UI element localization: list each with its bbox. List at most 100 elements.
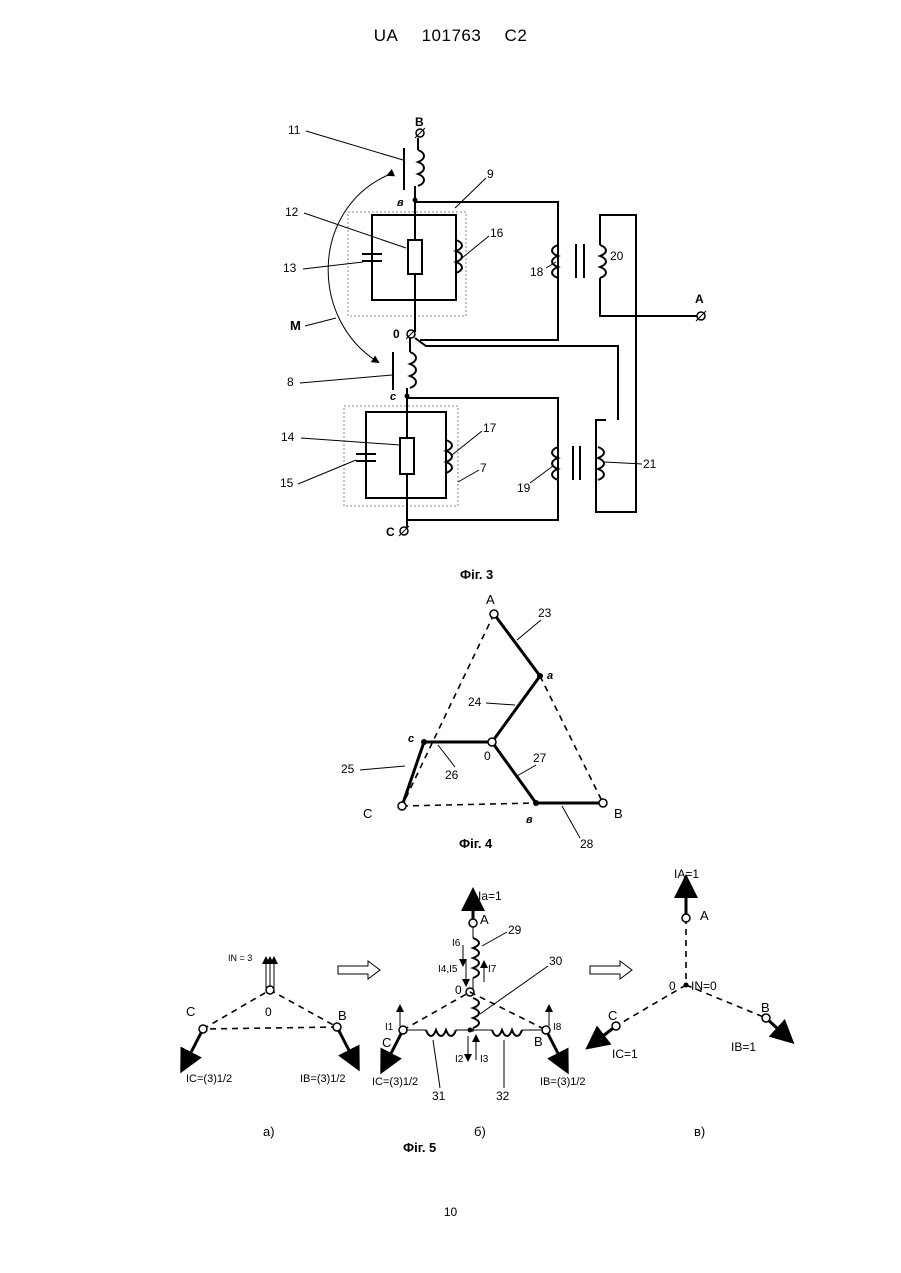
ref-32: 32 <box>496 1089 510 1103</box>
fig4-triangle: A B C 0 a c в 23 24 25 26 27 28 <box>341 592 623 851</box>
ref-7: 7 <box>480 461 487 475</box>
ref-25: 25 <box>341 762 355 776</box>
reactor-8-coil <box>410 352 416 388</box>
reactor-11-coil <box>418 150 424 186</box>
ref-13: 13 <box>283 261 297 275</box>
ref-20: 20 <box>610 249 624 263</box>
label-c-terminal: C <box>386 525 395 539</box>
c-label-c: C <box>608 1008 617 1023</box>
ref-24: 24 <box>468 695 482 709</box>
b-vertex-c <box>399 1026 407 1034</box>
fig4-caption: Фіг. 4 <box>459 836 492 851</box>
a-vertex-c <box>199 1025 207 1033</box>
label-b-vertex: B <box>614 806 623 821</box>
label-c-vertex: C <box>363 806 372 821</box>
c-vertex-b <box>762 1014 770 1022</box>
c-label-ic: IC=1 <box>612 1047 638 1061</box>
vertex-a <box>490 610 498 618</box>
ref-12: 12 <box>285 205 299 219</box>
resistor-14 <box>400 438 414 474</box>
b-label-a: A <box>480 912 489 927</box>
fig5-panel-a-label: а) <box>263 1124 275 1139</box>
mutual-coupling-arc <box>328 175 388 362</box>
ref-19: 19 <box>517 481 531 495</box>
c-label-b: B <box>761 1000 770 1015</box>
point-c: c <box>408 733 414 745</box>
b-label-0: 0 <box>455 983 462 997</box>
b-label-i1: I1 <box>385 1022 394 1033</box>
c-vertex-a <box>682 914 690 922</box>
node-c: c <box>390 391 396 403</box>
b-label-i2: I2 <box>455 1054 464 1065</box>
coil-21 <box>598 447 604 480</box>
ref-21: 21 <box>643 457 657 471</box>
transition-arrow-2 <box>590 961 632 979</box>
ref-26: 26 <box>445 768 459 782</box>
b-label-i6: I6 <box>452 938 461 949</box>
transition-arrow-1 <box>338 961 380 979</box>
a-label-0: 0 <box>265 1005 272 1019</box>
fig5-panel-b-label: б) <box>474 1124 486 1139</box>
ref-11: 11 <box>288 123 301 137</box>
label-m: M <box>290 318 301 333</box>
ref-9: 9 <box>487 167 494 181</box>
node-v: в <box>397 197 404 209</box>
ref-30: 30 <box>549 954 563 968</box>
ref-31: 31 <box>432 1089 446 1103</box>
ref-16: 16 <box>490 226 504 240</box>
reactor-31 <box>426 1030 456 1036</box>
c-label-ia: IA=1 <box>674 867 699 881</box>
a-vertex-b <box>333 1023 341 1031</box>
reactor-30 <box>473 998 479 1028</box>
b-label-i7: I7 <box>488 964 497 975</box>
vertex-c <box>398 802 406 810</box>
b-label-i8: I8 <box>553 1022 562 1033</box>
vertex-0 <box>488 738 496 746</box>
a-label-ib: IB=(3)1/2 <box>300 1073 346 1085</box>
b-vertex-a <box>469 919 477 927</box>
resistor-12 <box>408 240 422 274</box>
label-0-terminal: 0 <box>393 327 400 341</box>
ref-14: 14 <box>281 430 295 444</box>
label-a-terminal: A <box>695 292 704 306</box>
a-label-in: IN = 3 <box>228 953 252 963</box>
ref-8: 8 <box>287 375 294 389</box>
ref-17: 17 <box>483 421 497 435</box>
ref-18: 18 <box>530 265 544 279</box>
ref-28: 28 <box>580 837 594 851</box>
b-label-i45: I4,I5 <box>438 964 458 975</box>
fig5-panel-b: A Ia=1 0 C B I1 I8 I2 I3 I4,I5 I6 I7 IC=… <box>372 889 586 1103</box>
fig5-panel-c-label: в) <box>694 1124 705 1139</box>
ref-29: 29 <box>508 923 522 937</box>
point-v: в <box>526 814 533 826</box>
reactor-32 <box>492 1030 522 1036</box>
c-vertex-c <box>612 1022 620 1030</box>
b-label-ic: IC=(3)1/2 <box>372 1076 418 1088</box>
c-label-a: A <box>700 908 709 923</box>
label-0-vertex: 0 <box>484 749 491 763</box>
c-label-0: 0 <box>669 979 676 993</box>
fig5-caption: Фіг. 5 <box>403 1140 436 1155</box>
label-a-vertex: A <box>486 592 495 607</box>
b-label-ib: IB=(3)1/2 <box>540 1076 586 1088</box>
c-label-in: IN=0 <box>691 979 717 993</box>
reactor-29 <box>473 938 479 978</box>
a-label-b: B <box>338 1008 347 1023</box>
ref-27: 27 <box>533 751 547 765</box>
fig3-circuit: B в A 0 <box>280 115 706 539</box>
ref-15: 15 <box>280 476 294 490</box>
label-b-terminal: B <box>415 115 424 129</box>
b-label-ia: Ia=1 <box>478 889 502 903</box>
point-a: a <box>547 670 553 682</box>
vertex-b <box>599 799 607 807</box>
a-label-c: C <box>186 1004 195 1019</box>
b-label-c: C <box>382 1035 391 1050</box>
b-label-i3: I3 <box>480 1054 489 1065</box>
a-label-ic: IC=(3)1/2 <box>186 1073 232 1085</box>
c-label-ib: IB=1 <box>731 1040 756 1054</box>
coil-20 <box>600 245 606 278</box>
b-vertex-b <box>542 1026 550 1034</box>
fig3-caption: Фіг. 3 <box>460 567 493 582</box>
page-number: 10 <box>0 1205 901 1219</box>
